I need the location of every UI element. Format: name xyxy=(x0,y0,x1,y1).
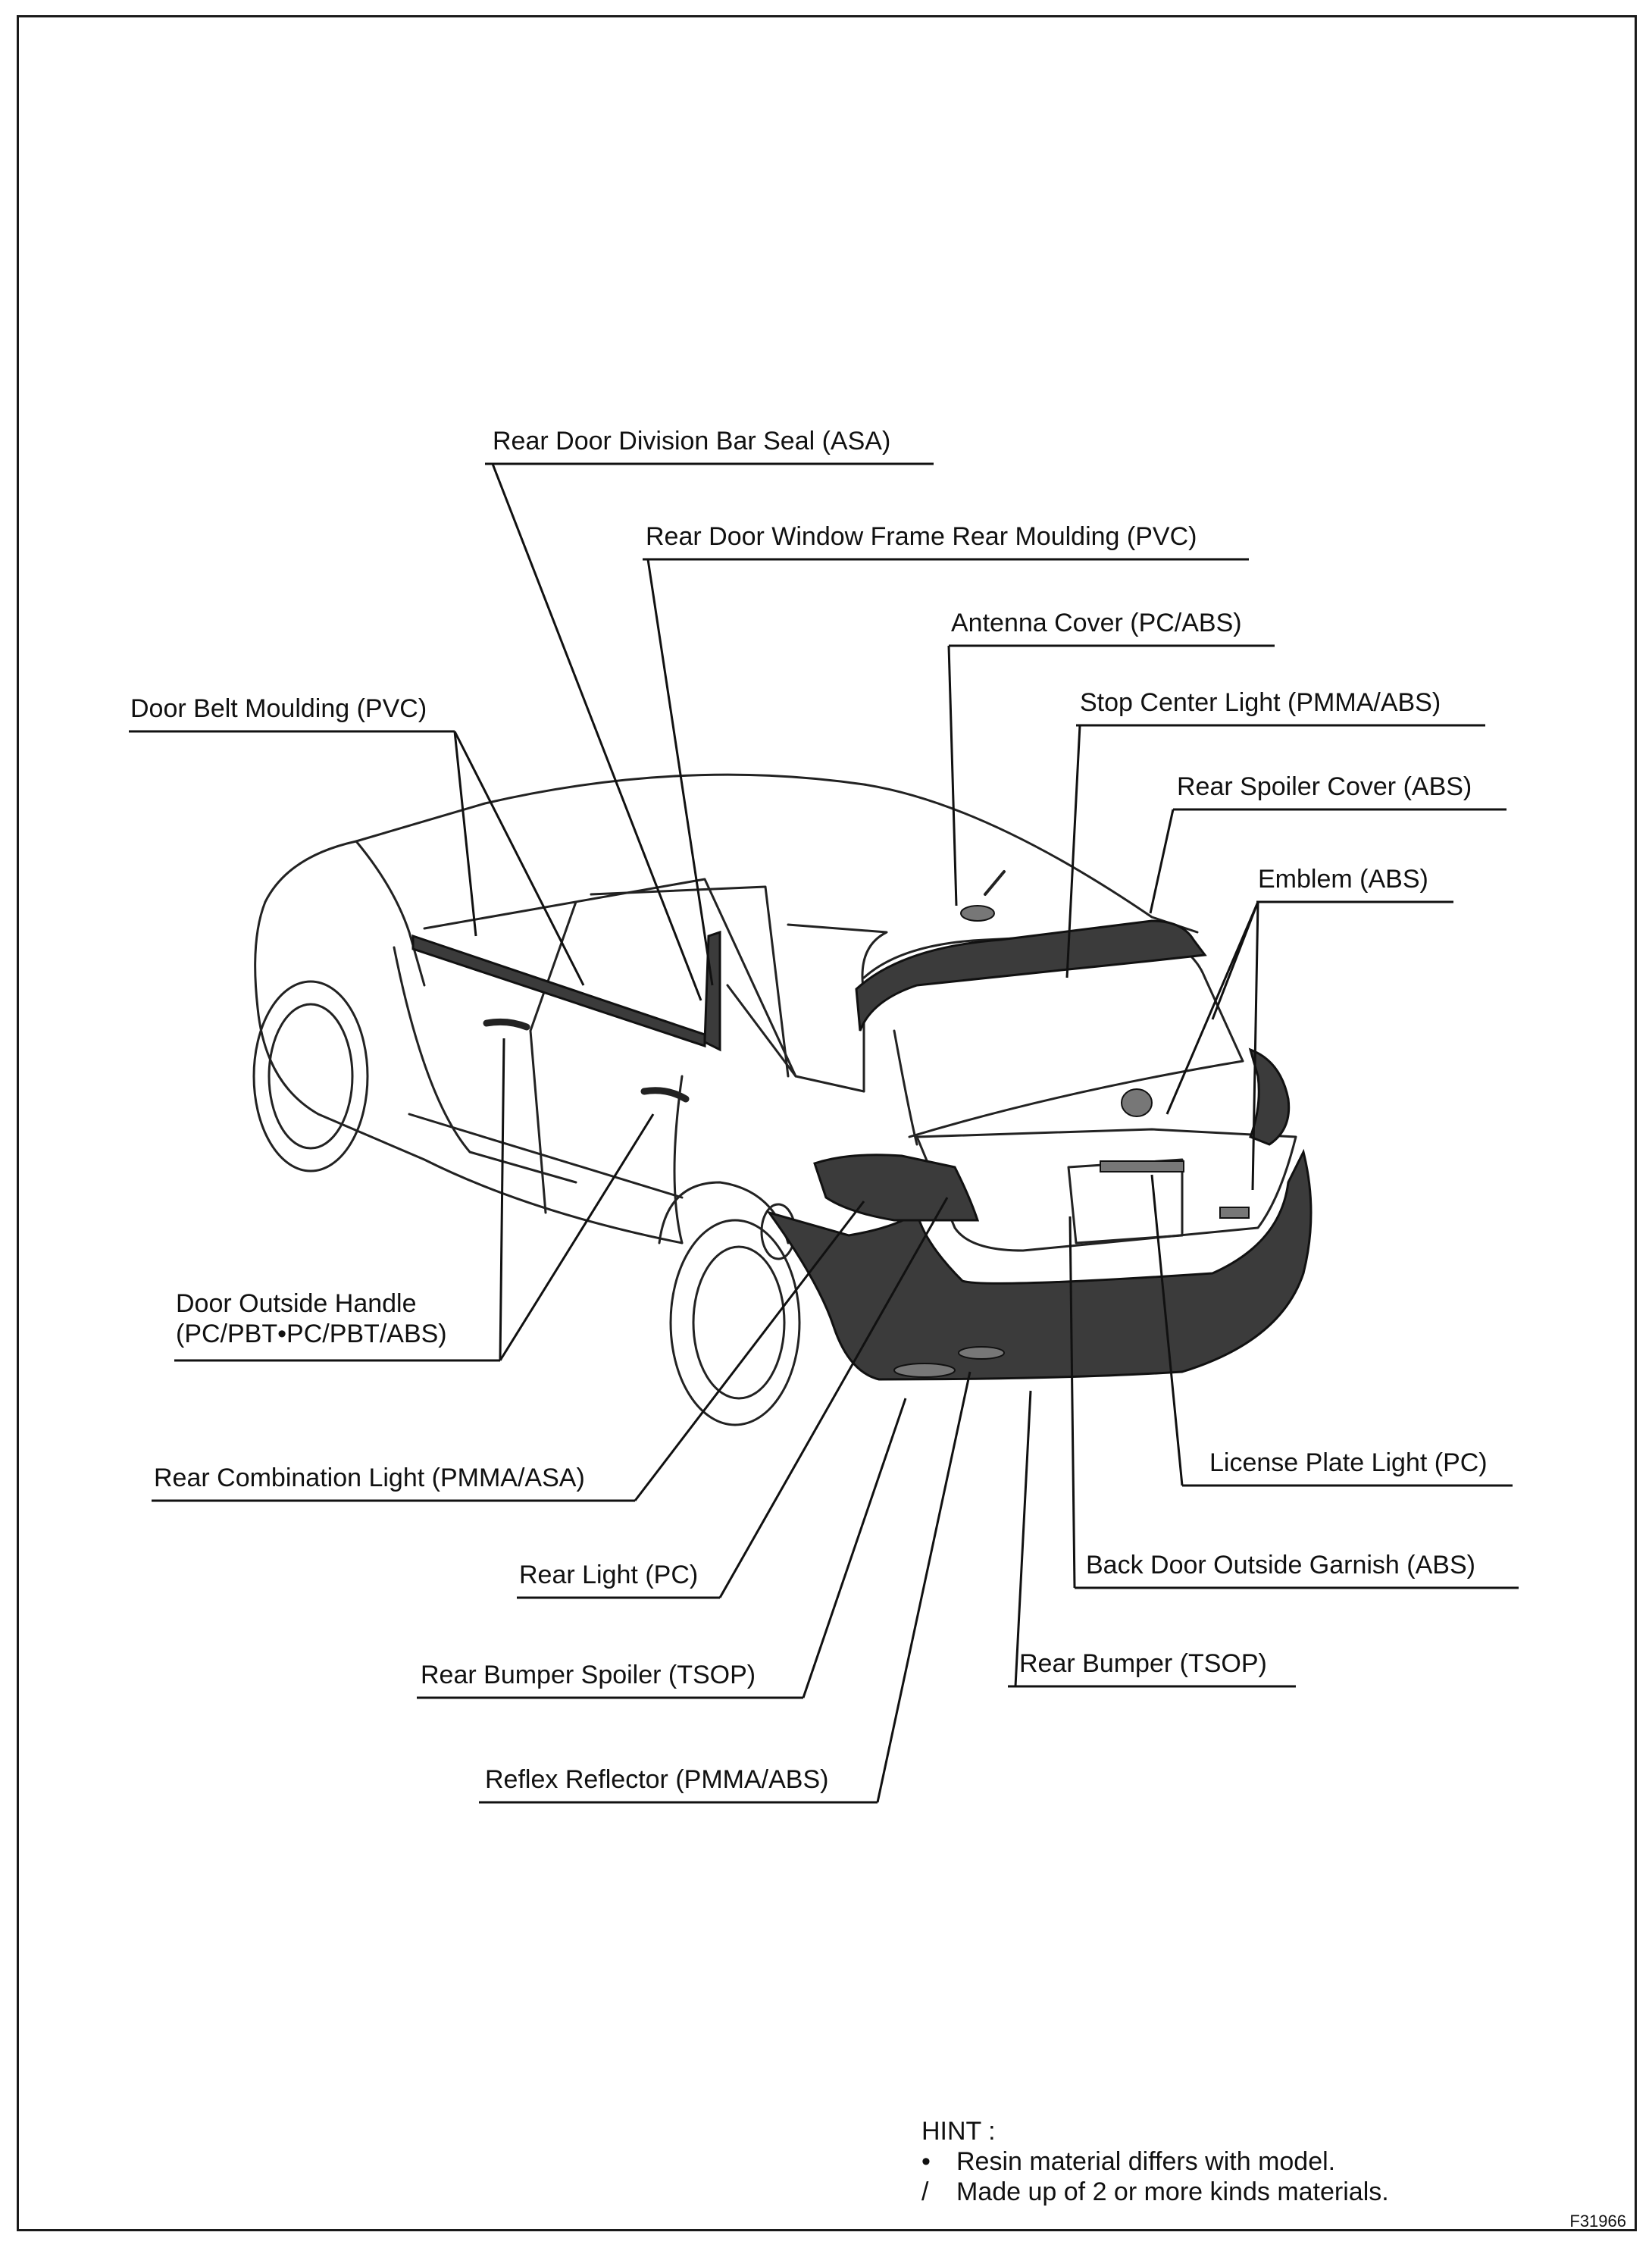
hint-slash-symbol: / xyxy=(921,2177,929,2206)
label-door-outside-handle-line2: (PC/PBT•PC/PBT/ABS) xyxy=(176,1320,447,1348)
label-door-belt-moulding: Door Belt Moulding (PVC) xyxy=(130,694,427,723)
figure-code: F31966 xyxy=(1569,2212,1626,2231)
label-rear-door-division-bar-seal: Rear Door Division Bar Seal (ASA) xyxy=(493,427,891,456)
hint-title: HINT : xyxy=(921,2117,996,2146)
label-reflex-reflector: Reflex Reflector (PMMA/ABS) xyxy=(485,1765,829,1794)
label-emblem: Emblem (ABS) xyxy=(1258,865,1428,894)
label-rear-bumper-spoiler: Rear Bumper Spoiler (TSOP) xyxy=(421,1661,756,1689)
page-frame xyxy=(17,15,1637,2231)
label-door-outside-handle: Door Outside Handle (PC/PBT•PC/PBT/ABS) xyxy=(176,1288,447,1349)
label-rear-door-window-frame-rear-moulding: Rear Door Window Frame Rear Moulding (PV… xyxy=(646,522,1197,551)
label-rear-spoiler-cover: Rear Spoiler Cover (ABS) xyxy=(1177,772,1472,801)
hint-item: • Resin material differs with model. xyxy=(921,2146,1389,2177)
hint-box: HINT : • Resin material differs with mod… xyxy=(921,2116,1389,2207)
label-back-door-outside-garnish: Back Door Outside Garnish (ABS) xyxy=(1086,1551,1475,1579)
hint-bullet-symbol: • xyxy=(921,2147,931,2176)
label-stop-center-light: Stop Center Light (PMMA/ABS) xyxy=(1080,688,1441,717)
label-rear-light: Rear Light (PC) xyxy=(519,1561,699,1589)
label-rear-bumper: Rear Bumper (TSOP) xyxy=(1019,1649,1267,1678)
hint-item-text: Made up of 2 or more kinds materials. xyxy=(956,2177,1389,2206)
label-rear-combination-light: Rear Combination Light (PMMA/ASA) xyxy=(154,1464,585,1492)
label-license-plate-light: License Plate Light (PC) xyxy=(1209,1448,1488,1477)
label-door-outside-handle-line1: Door Outside Handle xyxy=(176,1289,417,1318)
hint-item-text: Resin material differs with model. xyxy=(956,2147,1336,2176)
hint-item: / Made up of 2 or more kinds materials. xyxy=(921,2177,1389,2207)
label-antenna-cover: Antenna Cover (PC/ABS) xyxy=(951,609,1242,637)
